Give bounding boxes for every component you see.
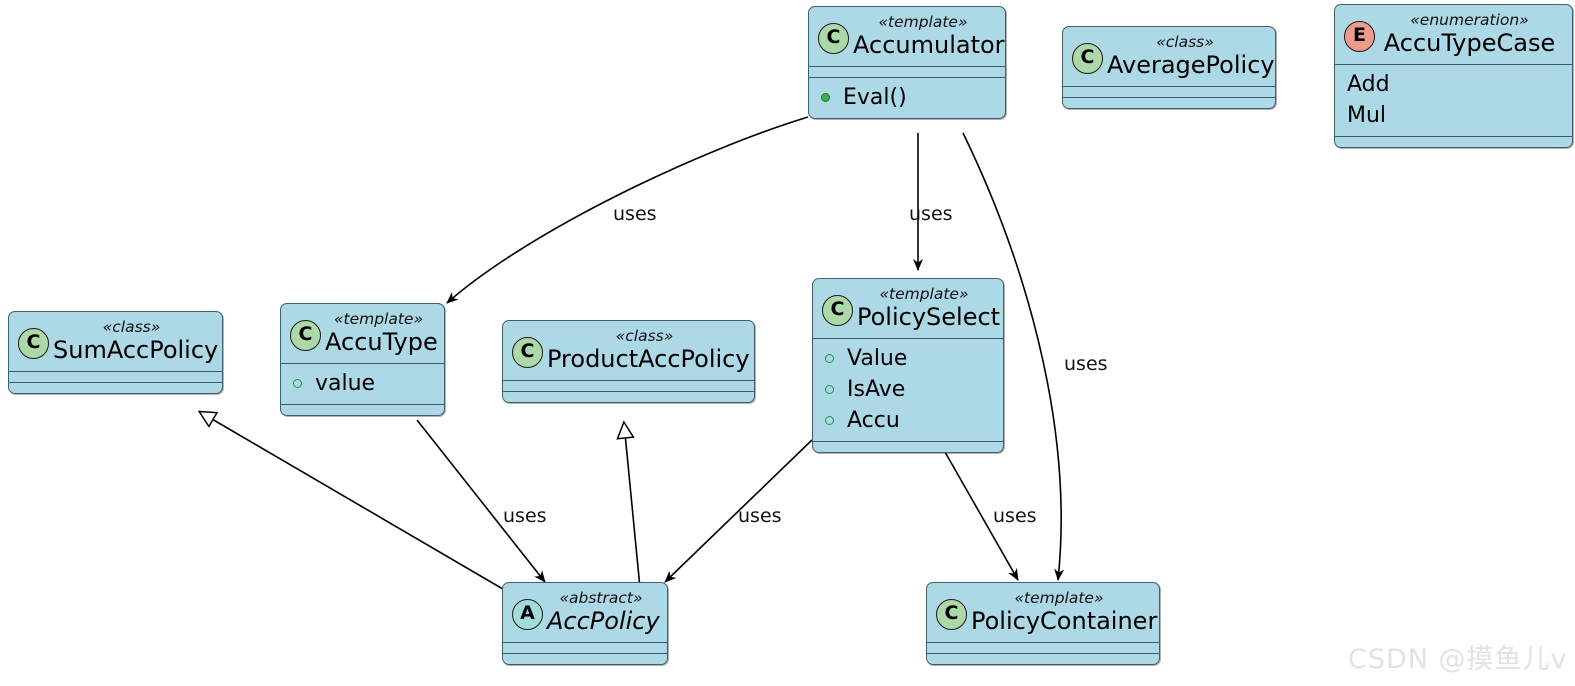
node-name: PolicyContainer [971,607,1158,635]
class-c-icon: C [936,599,967,630]
node-name: PolicySelect [857,303,1001,331]
node-stereotype: «template» [878,13,968,31]
node-stereotype: «template» [879,285,969,303]
operations-compartment [1335,136,1572,147]
attributes-compartment: Value IsAve Accu [813,338,1003,441]
class-c-icon: C [290,320,321,351]
uml-class-accumulator[interactable]: C «template» Accumulator Eval() [808,6,1006,119]
uml-class-accu-type[interactable]: C «template» AccuType value [280,303,445,416]
public-visibility-icon [825,354,834,363]
node-titles: «enumeration» AccuTypeCase [1379,11,1562,57]
node-titles: «template» PolicySelect [857,285,1001,331]
edge-label-accumulator-uses-policyselect: uses [909,203,953,225]
uml-class-acc-policy[interactable]: A «abstract» AccPolicy [502,582,668,665]
public-visibility-icon [825,416,834,425]
node-header: C «template» PolicySelect [813,279,1003,338]
edge-accpolicy-inherits-productaccpolicy [624,423,641,589]
node-titles: «class» AveragePolicy [1107,33,1275,79]
member-label: value [315,371,376,396]
uml-class-product-acc-policy[interactable]: C «class» ProductAccPolicy [502,320,755,403]
enumeration-e-icon: E [1344,21,1375,52]
edge-label-accumulator-uses-accutype: uses [613,203,657,225]
uml-class-average-policy[interactable]: C «class» AveragePolicy [1062,26,1276,109]
operations-compartment: Eval() [809,77,1005,118]
node-titles: «template» Accumulator [853,13,1005,59]
node-stereotype: «abstract» [559,589,643,607]
node-name: AveragePolicy [1107,51,1275,79]
operations-compartment [281,404,444,415]
operations-compartment [9,382,222,393]
edge-label-policyselect-uses-accpolicy: uses [738,505,782,527]
node-header: C «class» SumAccPolicy [9,312,222,371]
node-name: AccuType [325,328,438,356]
edge-accutype-uses-accpolicy [416,419,546,583]
abstract-a-icon: A [512,599,543,630]
public-visibility-icon [825,385,834,394]
enum-literal[interactable]: Add [1347,72,1390,97]
edge-accpolicy-inherits-sumaccpolicy [200,412,509,593]
node-titles: «class» ProductAccPolicy [547,327,750,373]
member-row[interactable]: Value [823,343,993,374]
class-c-icon: C [822,295,853,326]
attributes-compartment [1063,86,1275,97]
member-row[interactable]: value [291,368,434,399]
member-row[interactable]: Eval() [819,82,995,113]
enum-literal[interactable]: Mul [1347,103,1387,128]
csdn-watermark: CSDN @摸鱼儿v [1348,644,1568,675]
node-stereotype: «enumeration» [1410,11,1529,29]
member-row[interactable]: Accu [823,405,993,436]
node-titles: «template» AccuType [325,310,438,356]
literals-compartment: Add Mul [1335,64,1572,136]
attributes-compartment [503,642,667,653]
node-name: SumAccPolicy [53,336,219,364]
operations-compartment [927,653,1159,664]
class-c-icon: C [18,328,49,359]
node-header: C «class» ProductAccPolicy [503,321,754,380]
node-stereotype: «class» [102,318,161,336]
class-c-icon: C [1072,43,1103,74]
node-stereotype: «class» [615,327,674,345]
operations-compartment [503,653,667,664]
uml-enumeration-accu-type-case[interactable]: E «enumeration» AccuTypeCase Add Mul [1334,4,1573,148]
member-label: Accu [847,408,900,433]
node-name: ProductAccPolicy [547,345,750,373]
attributes-compartment [927,642,1159,653]
operations-compartment [503,391,754,402]
member-row[interactable]: IsAve [823,374,993,405]
node-header: C «class» AveragePolicy [1063,27,1275,86]
node-stereotype: «template» [333,310,424,328]
uml-class-sum-acc-policy[interactable]: C «class» SumAccPolicy [8,311,223,394]
node-titles: «class» SumAccPolicy [53,318,219,364]
node-titles: «template» PolicyContainer [971,589,1158,635]
class-c-icon: C [512,337,543,368]
member-label: IsAve [847,377,906,402]
edge-label-accumulator-uses-policycontainer: uses [1064,353,1108,375]
node-stereotype: «template» [1014,589,1104,607]
node-header: C «template» PolicyContainer [927,583,1159,642]
node-header: A «abstract» AccPolicy [503,583,667,642]
uml-class-policy-container[interactable]: C «template» PolicyContainer [926,582,1160,665]
class-c-icon: C [818,23,849,54]
node-header: C «template» AccuType [281,304,444,363]
operations-compartment [813,441,1003,452]
attributes-compartment [503,380,754,391]
attributes-compartment [809,66,1005,77]
edge-label-accutype-uses-accpolicy: uses [503,505,547,527]
attributes-compartment [9,371,222,382]
node-header: E «enumeration» AccuTypeCase [1335,5,1572,64]
member-label: Value [847,346,908,371]
node-name: Accumulator [853,31,1005,59]
operations-compartment [1063,97,1275,108]
node-name: AccuTypeCase [1383,29,1556,57]
node-stereotype: «class» [1156,33,1214,51]
member-label: Eval() [843,85,907,110]
node-name: AccPolicy [547,607,660,635]
node-titles: «abstract» AccPolicy [547,589,660,635]
uml-class-policy-select[interactable]: C «template» PolicySelect Value IsAve Ac… [812,278,1004,453]
node-header: C «template» Accumulator [809,7,1005,66]
public-visibility-icon [821,93,830,102]
attributes-compartment: value [281,363,444,404]
public-visibility-icon [293,379,302,388]
edge-label-policyselect-uses-policycontainer: uses [993,505,1037,527]
